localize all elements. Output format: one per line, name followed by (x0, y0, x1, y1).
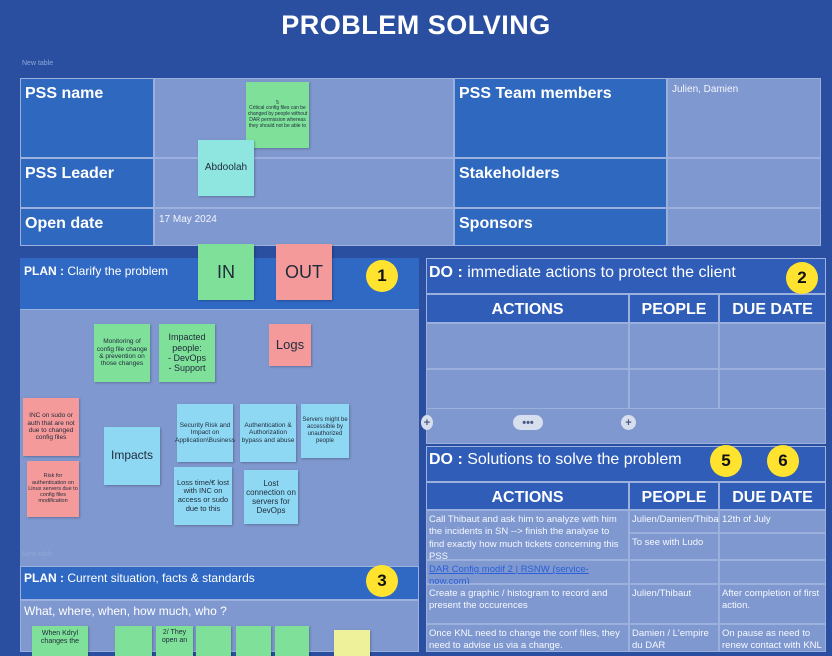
sticky-notes-2[interactable] (196, 626, 231, 656)
sticky-inc-sudo[interactable]: INC on sudo or auth that are not due to … (23, 398, 79, 456)
badge-1: 1 (366, 260, 398, 292)
do1-cell[interactable] (719, 369, 826, 409)
do1-cell[interactable] (426, 323, 629, 369)
sticky-notes-3[interactable] (236, 626, 271, 656)
do1-col-due: DUE DATE (719, 294, 826, 323)
pss-name-label: PSS name (25, 85, 104, 102)
do2-action-cell[interactable]: Call Thibaut and ask him to analyze with… (426, 510, 629, 562)
do-solutions-title: DO : Solutions to solve the problem (429, 451, 682, 469)
sticky-when-kdryl[interactable]: When Kdryl changes the (32, 626, 88, 656)
plan2-text: Current situation, facts & standards (67, 571, 255, 585)
pss-team-text: Julien, Damien (672, 84, 739, 95)
plan-text: Clarify the problem (67, 264, 169, 278)
do2-col-actions: ACTIONS (426, 482, 629, 510)
stakeholders-value[interactable] (667, 158, 821, 208)
sticky-notes-1[interactable] (115, 626, 152, 656)
do2-people-cell[interactable]: To see with Ludo (629, 533, 719, 560)
sticky-impacts[interactable]: Impacts (104, 427, 160, 485)
page-title: PROBLEM SOLVING (281, 10, 551, 40)
do2-due-cell[interactable]: 12th of July (719, 510, 826, 533)
sticky-servers[interactable]: Servers might be accessible by unauthori… (301, 404, 349, 458)
do1-text: immediate actions to protect the client (467, 264, 736, 281)
do1-label: DO : (429, 264, 463, 281)
open-date-label: Open date (25, 215, 104, 232)
do-immediate-header (426, 258, 826, 294)
do2-people-cell[interactable]: Julien/Thibaut (629, 584, 719, 624)
sticky-in[interactable]: IN (198, 244, 254, 300)
sticky-out[interactable]: OUT (276, 244, 332, 300)
do2-due-cell[interactable] (719, 533, 826, 560)
sticky-loss-time[interactable]: Loss time/€ lost with INC on access or s… (174, 467, 232, 525)
add-column-button[interactable]: + (421, 415, 433, 430)
pss-team-header: PSS Team members (454, 78, 667, 158)
plan-current-header (20, 566, 419, 600)
do2-label: DO : (429, 451, 463, 468)
sponsors-label: Sponsors (459, 215, 533, 232)
do2-due-cell[interactable]: After completion of first action. (719, 584, 826, 624)
sticky-lost-connection[interactable]: Lost connection on servers for DevOps (244, 470, 298, 524)
badge-3: 3 (366, 565, 398, 597)
do1-col-actions: ACTIONS (426, 294, 629, 323)
sticky-risk-auth[interactable]: Risk for authentication on Linux servers… (27, 461, 79, 517)
badge-6: 6 (767, 445, 799, 477)
sticky-abdoolah[interactable]: Abdoolah (198, 140, 254, 196)
sticky-they-open[interactable]: 2/ They open an (156, 626, 193, 656)
do2-people-cell[interactable] (629, 560, 719, 584)
plan-clarify-title: PLAN : Clarify the problem (24, 264, 168, 278)
sponsors-value[interactable] (667, 208, 821, 246)
add-row-button[interactable]: + (621, 415, 636, 430)
sticky-logs[interactable]: Logs (269, 324, 311, 366)
badge-5: 5 (710, 445, 742, 477)
new-table-label-2: New table (22, 551, 54, 558)
more-options-button[interactable]: ••• (513, 415, 543, 430)
open-date-value[interactable]: 17 May 2024 (154, 208, 454, 246)
sticky-notes-4[interactable] (275, 626, 309, 656)
do2-col-due: DUE DATE (719, 482, 826, 510)
open-date-header: Open date (20, 208, 154, 246)
stakeholders-header: Stakeholders (454, 158, 667, 208)
plan2-label: PLAN : (24, 571, 64, 585)
dar-config-link[interactable]: DAR Config modif 2 | RSNW (service-now.c… (429, 564, 589, 588)
do2-link-cell[interactable]: DAR Config modif 2 | RSNW (service-now.c… (426, 560, 629, 588)
sticky-security[interactable]: Security Risk and Impact on Application\… (175, 404, 235, 462)
do-immediate-title: DO : immediate actions to protect the cl… (429, 264, 736, 282)
do2-due-cell[interactable] (719, 560, 826, 584)
badge-2: 2 (786, 262, 818, 294)
pss-leader-label: PSS Leader (25, 165, 114, 182)
do2-due-cell[interactable]: On pause as need to renew contact with K… (719, 624, 826, 652)
do2-action-cell[interactable]: Create a graphic / histogram to record a… (426, 584, 629, 624)
open-date-text: 17 May 2024 (159, 214, 217, 225)
plan-current-subtitle: What, where, when, how much, who ? (24, 604, 227, 618)
pss-team-label: PSS Team members (459, 85, 612, 102)
do1-col-people: PEOPLE (629, 294, 719, 323)
sticky-monitoring[interactable]: Monitoring of config file change & preve… (94, 324, 150, 382)
sticky-authentication[interactable]: Authentication & Authorization bypass an… (240, 404, 296, 462)
new-table-label: New table (22, 60, 54, 67)
do2-action-cell[interactable]: Once KNL need to change the conf files, … (426, 624, 629, 652)
sticky-critical-config[interactable]: 5 Critical config files can be changed b… (246, 82, 309, 148)
do1-cell[interactable] (719, 323, 826, 369)
do-solutions-header (426, 446, 826, 482)
pss-name-header: PSS name (20, 78, 154, 158)
do2-text: Solutions to solve the problem (467, 451, 682, 468)
do2-col-people: PEOPLE (629, 482, 719, 510)
plan-label: PLAN : (24, 264, 64, 278)
do2-people-cell[interactable]: Damien / L'empire du DAR (629, 624, 719, 652)
do2-people-cell[interactable]: Julien/Damien/Thibaut (629, 510, 727, 533)
sticky-impacted[interactable]: Impacted people: - DevOps - Support (159, 324, 215, 382)
pss-leader-header: PSS Leader (20, 158, 154, 208)
do1-cell[interactable] (629, 369, 719, 409)
sticky-notes-yellow[interactable] (334, 630, 370, 656)
sponsors-header: Sponsors (454, 208, 667, 246)
stakeholders-label: Stakeholders (459, 165, 560, 182)
pss-team-value[interactable]: Julien, Damien (667, 78, 821, 158)
do1-cell[interactable] (426, 369, 629, 409)
plan-current-title: PLAN : Current situation, facts & standa… (24, 571, 255, 585)
do1-cell[interactable] (629, 323, 719, 369)
